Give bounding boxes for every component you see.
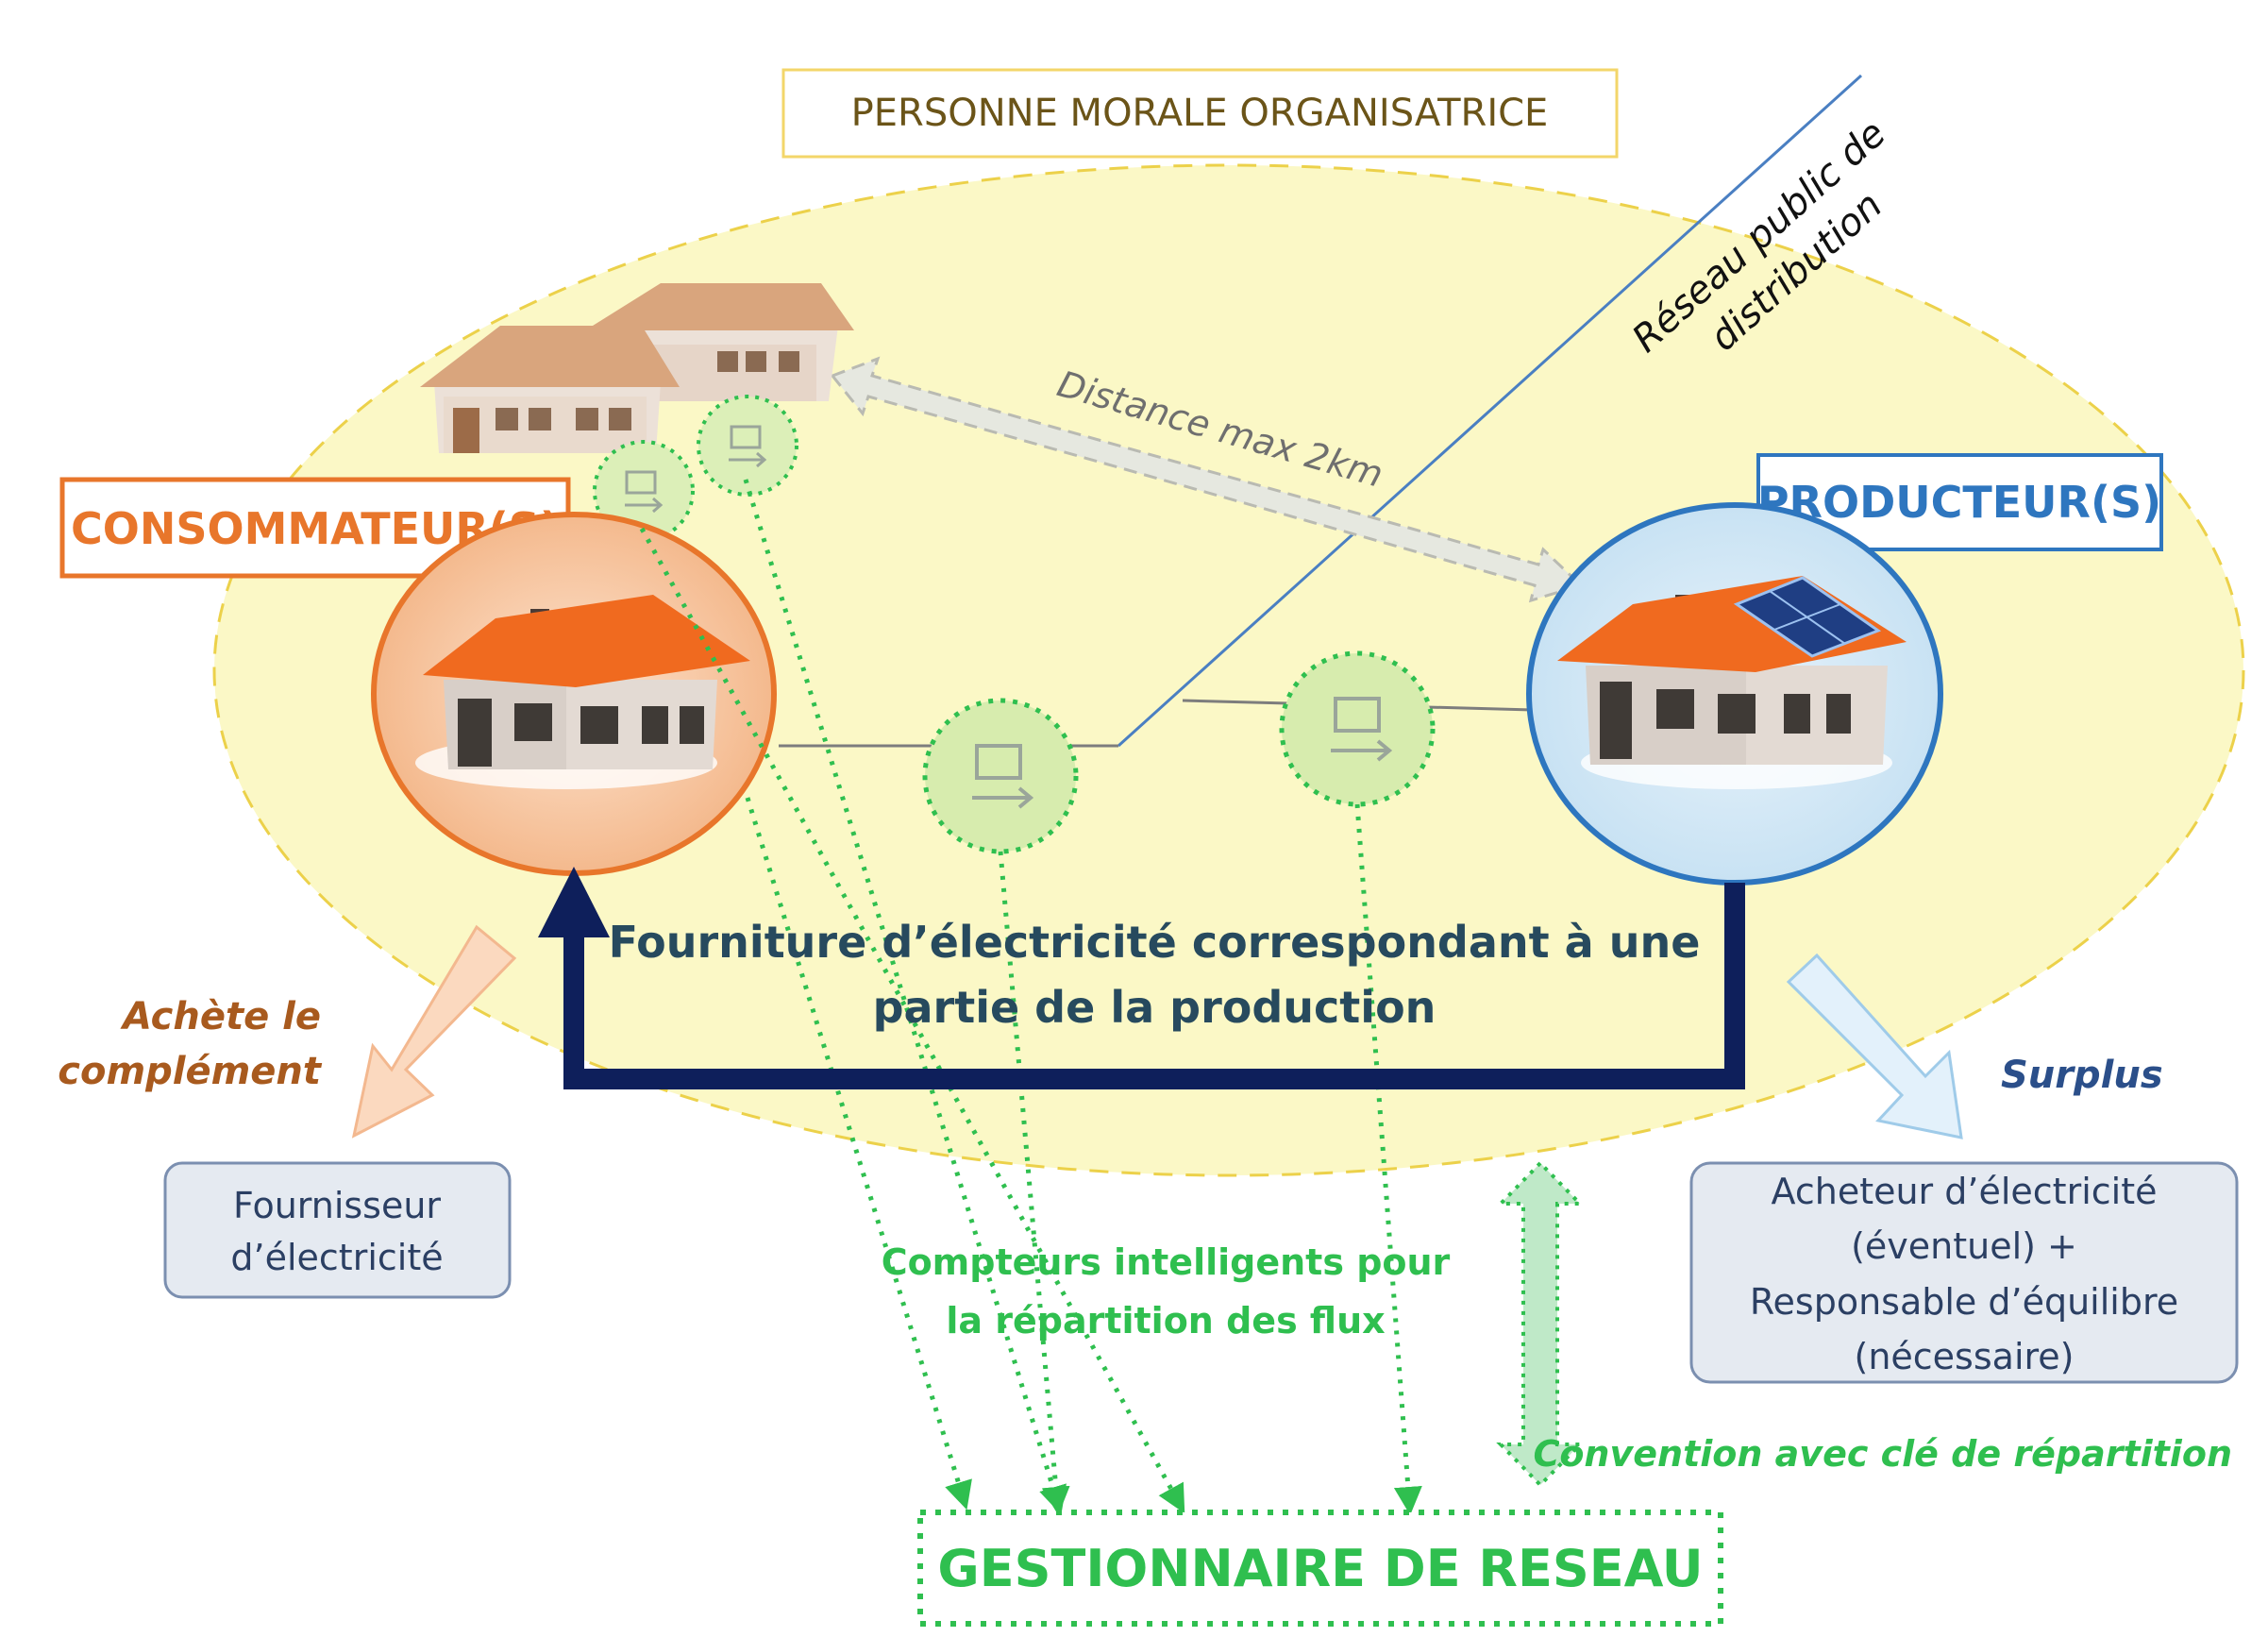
supply-arrow <box>538 867 1745 1089</box>
surplus-arrow <box>1786 953 1963 1139</box>
convention-label: Convention avec clé de répartition <box>1533 1433 2232 1475</box>
buys-complement-line2: complément <box>58 1050 323 1093</box>
house-icon <box>420 326 680 453</box>
distance-arrow <box>830 356 1584 603</box>
buys-complement-line1: Achète le <box>120 995 321 1038</box>
producer-node <box>1526 502 1943 886</box>
organizer-label: PERSONNE MORALE ORGANISATRICE <box>851 92 1549 135</box>
buyer-box: Acheteur d’électricité (éventuel) + Resp… <box>1689 1161 2239 1384</box>
buyer-line3: Responsable d’équilibre <box>1750 1281 2178 1323</box>
supply-line2: partie de la production <box>873 982 1436 1033</box>
buyer-line2: (éventuel) + <box>1851 1225 2077 1267</box>
surplus-label: Surplus <box>2001 1054 2163 1097</box>
producer-label: PRODUCTEUR(S) <box>1757 477 2161 528</box>
grid-operator-box: GESTIONNAIRE DE RESEAU <box>917 1510 1723 1627</box>
meter-2 <box>1279 650 1436 807</box>
supplier-box: Fournisseur d’électricité <box>163 1161 512 1299</box>
supplier-line1: Fournisseur <box>233 1185 441 1226</box>
consumer-node <box>371 512 777 876</box>
meter-small-2 <box>697 395 798 497</box>
buyer-line1: Acheteur d’électricité <box>1772 1171 2158 1212</box>
complement-arrow <box>351 924 517 1139</box>
meters-line2: la répartition des flux <box>946 1300 1385 1342</box>
meter-1 <box>922 698 1079 854</box>
meter-flows <box>639 479 1422 1515</box>
supply-line1: Fourniture d’électricité correspondant à… <box>609 917 1701 968</box>
house-icon <box>1557 576 1907 789</box>
convention-arrow <box>1496 1160 1585 1488</box>
supplier-line2: d’électricité <box>230 1237 443 1278</box>
buyer-line4: (nécessaire) <box>1855 1336 2075 1377</box>
grid-operator-label: GESTIONNAIRE DE RESEAU <box>937 1539 1703 1598</box>
background-houses <box>420 283 854 453</box>
organizer-box: PERSONNE MORALE ORGANISATRICE <box>781 68 1619 159</box>
meters-line1: Compteurs intelligents pour <box>882 1241 1451 1283</box>
meter-small-1 <box>593 440 695 542</box>
house-icon <box>415 595 750 789</box>
